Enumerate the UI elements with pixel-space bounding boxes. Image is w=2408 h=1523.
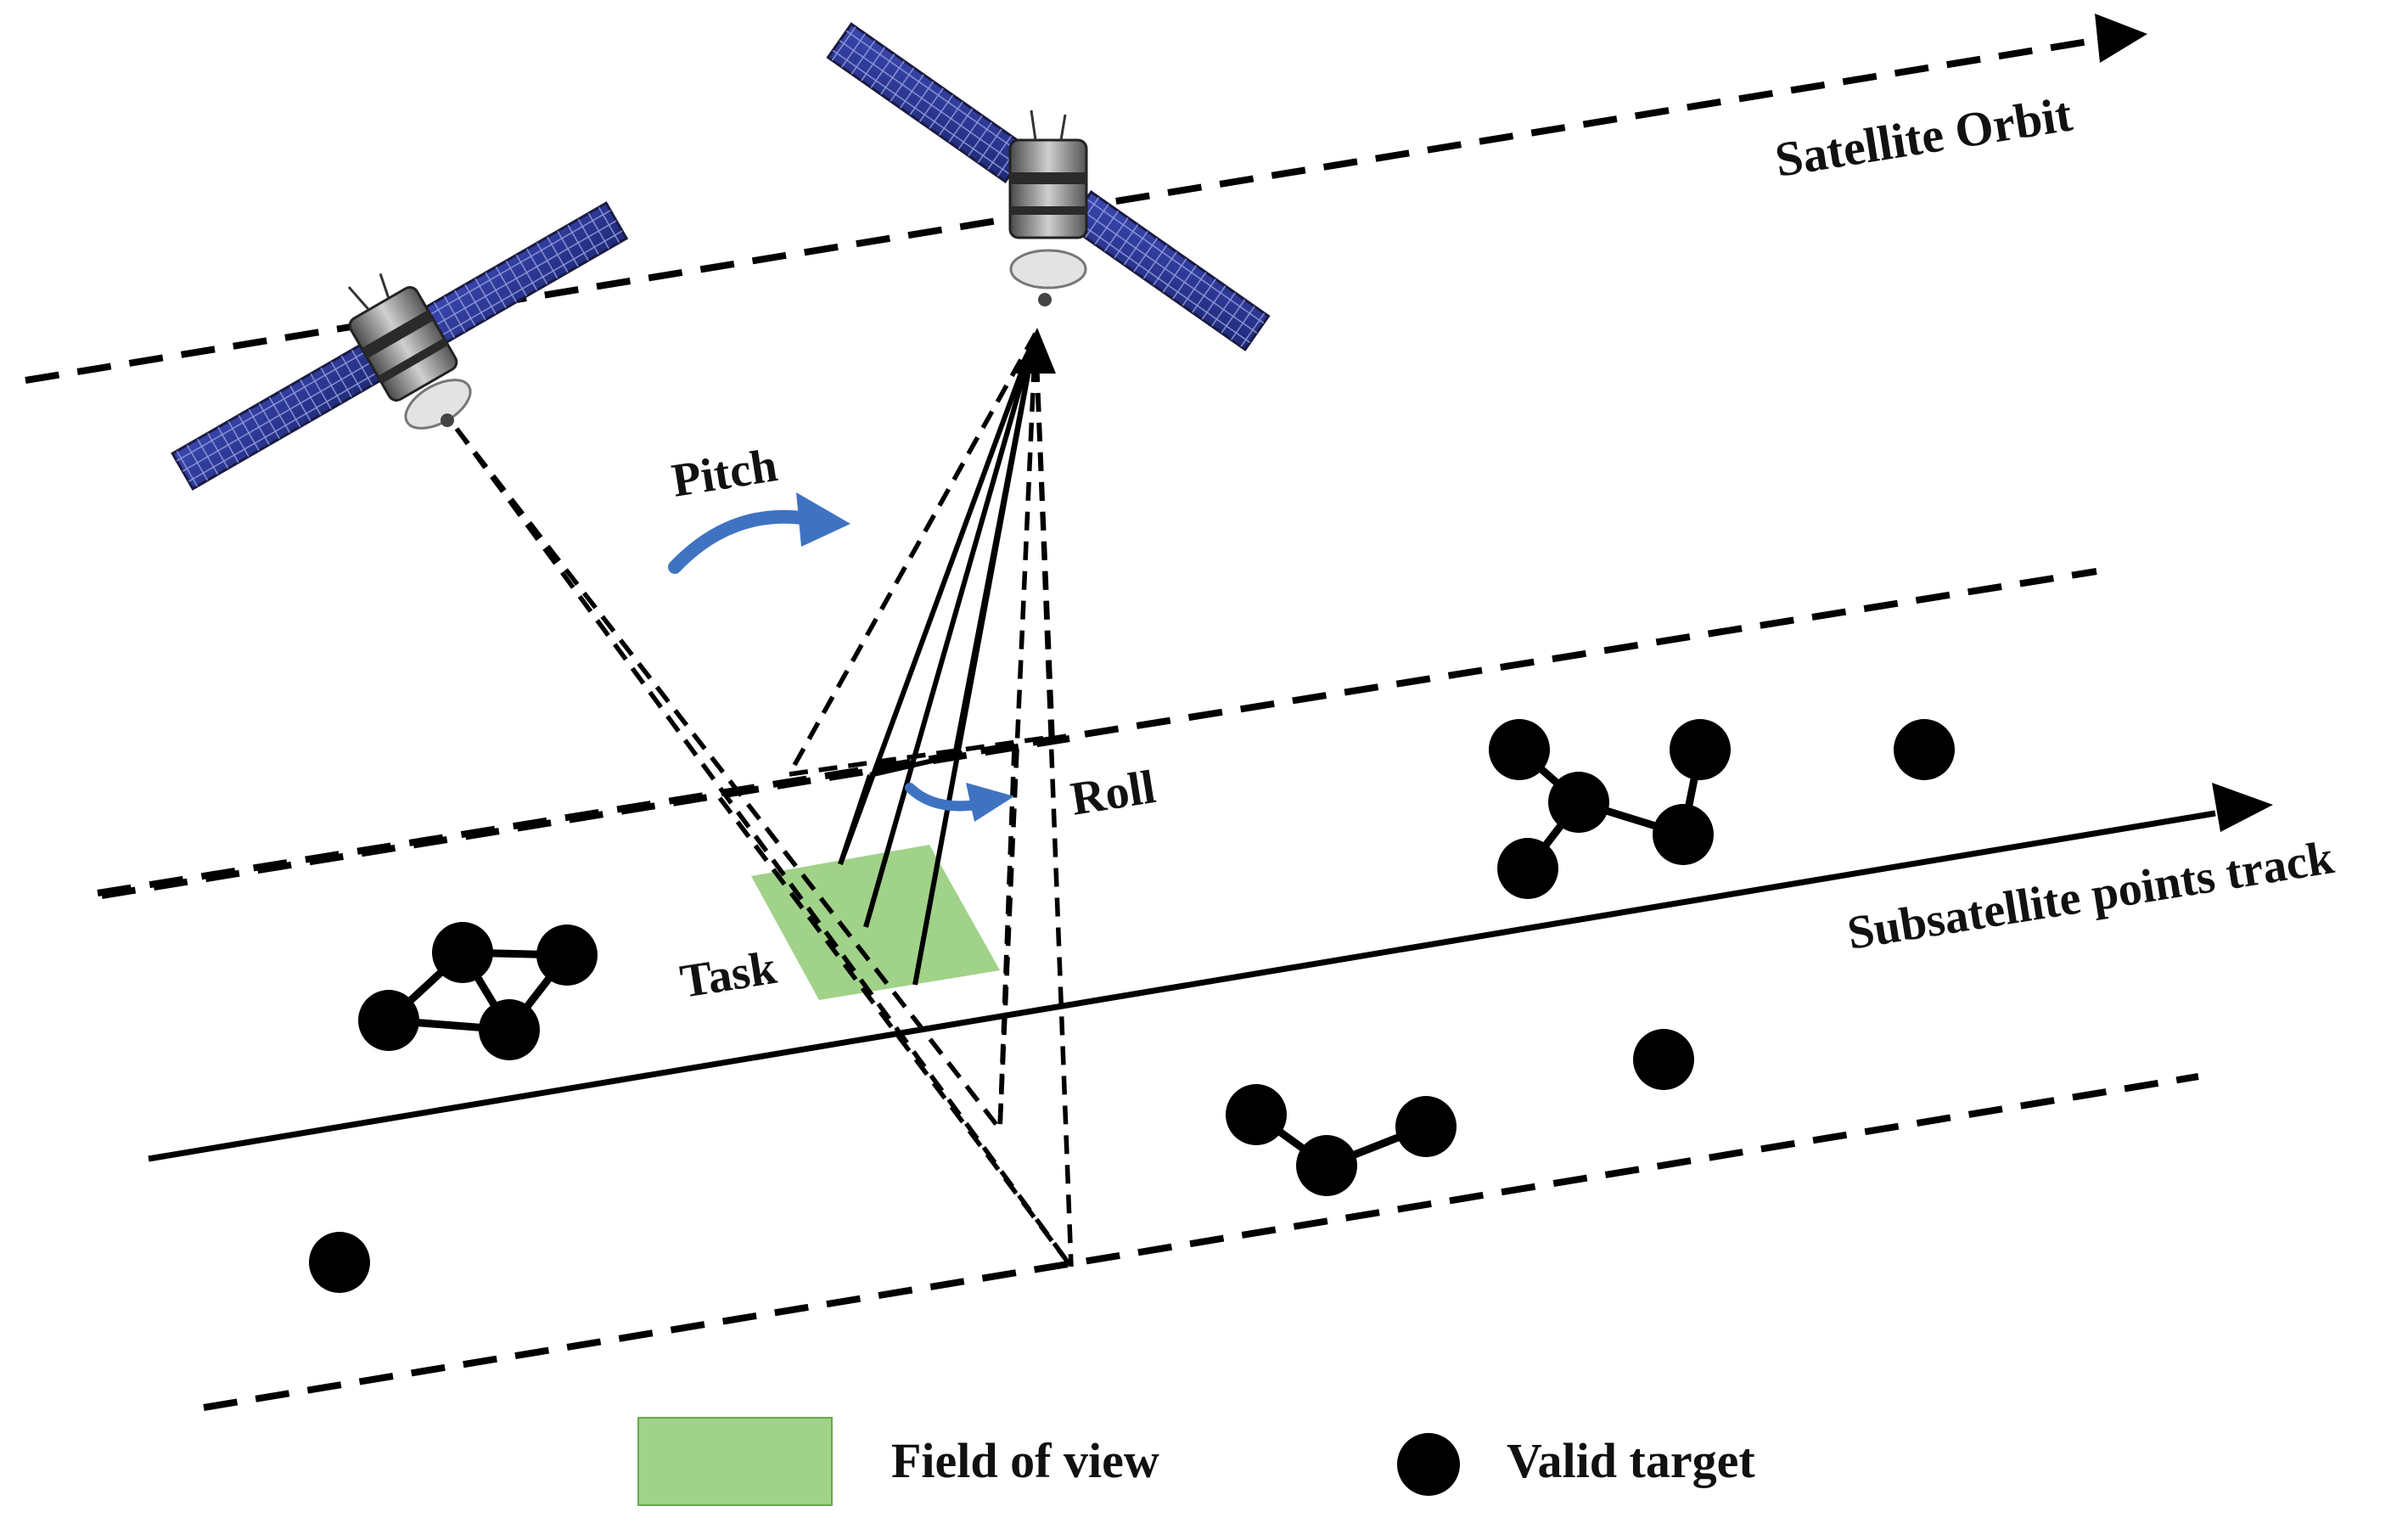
lower-swath-boundary bbox=[203, 1073, 2199, 1411]
target-cluster-left bbox=[358, 922, 598, 1060]
valid-target bbox=[1633, 1029, 1694, 1090]
valid-target bbox=[1670, 719, 1731, 780]
subsatellite-track-label: Subsatellite points track bbox=[1844, 831, 2338, 960]
valid-target bbox=[1395, 1096, 1457, 1157]
upper-swath-boundary-far bbox=[97, 568, 2097, 896]
pitch-label: Pitch bbox=[668, 439, 781, 508]
cone-apex-arrowhead bbox=[1015, 328, 1056, 374]
valid-target bbox=[536, 924, 598, 986]
valid-target bbox=[1489, 719, 1550, 780]
task-field-of-view bbox=[751, 845, 1000, 1000]
left-satellite-panel-left bbox=[171, 343, 383, 491]
left-satellite bbox=[171, 201, 629, 491]
valid-target bbox=[1497, 838, 1558, 899]
valid-target bbox=[1894, 719, 1955, 780]
valid-target bbox=[1296, 1135, 1357, 1196]
right-satellite-body bbox=[1008, 138, 1088, 239]
roll-arrow bbox=[905, 783, 1014, 822]
valid-target bbox=[1548, 772, 1609, 833]
valid-target bbox=[358, 990, 419, 1051]
task-label: Task bbox=[676, 941, 780, 1009]
right-satellite-dish bbox=[1009, 249, 1087, 289]
right-satellite-view-lines bbox=[787, 332, 1074, 1267]
valid-target bbox=[309, 1232, 370, 1293]
legend: Field of view Valid target bbox=[637, 1417, 1755, 1506]
right-satellite-panel-left bbox=[826, 22, 1030, 183]
satellite-orbit-label: Satellite Orbit bbox=[1771, 86, 2076, 187]
target-cluster-upper-right bbox=[1489, 719, 1731, 899]
valid-target bbox=[1226, 1084, 1287, 1145]
legend-valid-target-label: Valid target bbox=[1507, 1433, 1755, 1488]
right-satellite-core bbox=[1008, 110, 1088, 306]
valid-target bbox=[479, 999, 540, 1060]
pitch-arrow bbox=[668, 492, 850, 574]
right-satellite-panel-right bbox=[1066, 190, 1271, 351]
target-cluster-lower bbox=[1226, 1084, 1457, 1196]
legend-valid-target-marker bbox=[1397, 1433, 1460, 1496]
left-satellite-panel-right bbox=[424, 201, 629, 345]
valid-target bbox=[432, 922, 493, 983]
legend-field-of-view-swatch bbox=[637, 1417, 833, 1506]
left-satellite-view-lines bbox=[454, 427, 1074, 1268]
roll-label: Roll bbox=[1067, 761, 1159, 826]
subsatellite-track-line bbox=[148, 783, 2273, 1162]
valid-target bbox=[1653, 804, 1714, 865]
legend-field-of-view-label: Field of view bbox=[891, 1433, 1159, 1488]
